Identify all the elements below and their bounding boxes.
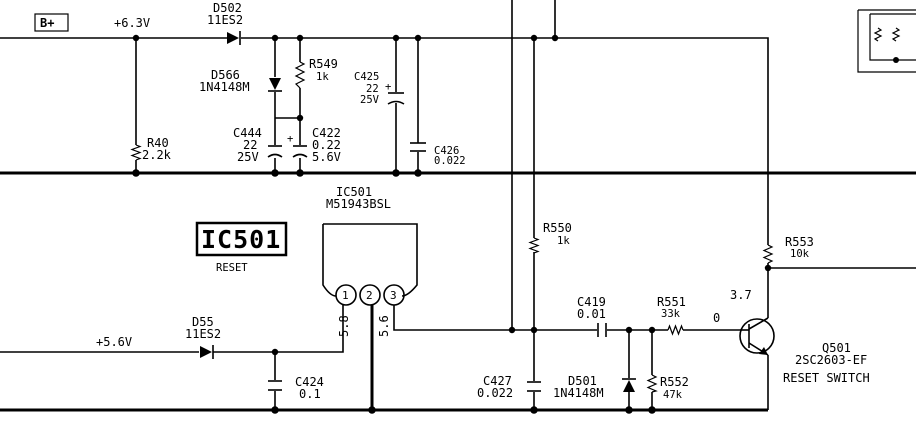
c425-value: 22 — [366, 83, 379, 95]
d501-value: 1N4148M — [553, 386, 604, 400]
r549-ref: R549 — [309, 57, 338, 71]
q501-ref: Q501 — [822, 341, 851, 355]
d566-ref: D566 — [211, 68, 240, 82]
rail-56v-label: +5.6V — [96, 335, 132, 349]
c444-value: 22 — [243, 138, 257, 152]
d501-diode-symbol — [622, 378, 636, 392]
junction-dots — [132, 34, 772, 414]
c427-value: 0.022 — [477, 386, 513, 400]
d566-diode-symbol — [268, 78, 282, 92]
c444-capacitor-symbol — [267, 145, 283, 158]
q501-collector-voltage: 3.7 — [730, 288, 752, 302]
r551-value: 33k — [661, 308, 681, 320]
c426-ref: C426 — [434, 145, 459, 157]
c425-capacitor-symbol: + — [385, 81, 405, 105]
c424-capacitor-symbol — [268, 380, 282, 391]
r550-value: 1k — [557, 235, 570, 247]
d55-diode-symbol — [200, 345, 214, 359]
d566-value: 1N4148M — [199, 80, 250, 94]
d502-value: 11ES2 — [207, 13, 243, 27]
r40-resistor-symbol — [130, 144, 142, 161]
d55-ref: D55 — [192, 315, 214, 329]
r551-ref: R551 — [657, 295, 686, 309]
c422-ref: C422 — [312, 126, 341, 140]
c426-capacitor-symbol — [410, 142, 426, 152]
c419-ref: C419 — [577, 295, 606, 309]
c425-ref: C425 — [354, 71, 379, 83]
r549-value: 1k — [316, 71, 329, 83]
c424-value: 0.1 — [299, 387, 321, 401]
r40-value: 2.2k — [142, 148, 172, 162]
d502-ref: D502 — [213, 1, 242, 15]
r553-resistor-symbol — [762, 244, 774, 264]
r550-resistor-symbol — [528, 237, 540, 254]
bplus-label: B+ — [40, 16, 54, 30]
c419-capacitor-symbol — [597, 323, 607, 337]
r40-ref: R40 — [147, 136, 169, 150]
svg-text:+: + — [385, 81, 391, 93]
pin1-voltage: 5.8 — [337, 315, 351, 337]
bplus-tag-frame — [34, 13, 69, 32]
rail-63v-label: +6.3V — [114, 16, 150, 30]
c427-capacitor-symbol — [527, 381, 541, 392]
r552-ref: R552 — [660, 375, 689, 389]
c444-ref: C444 — [233, 126, 262, 140]
r553-value: 10k — [790, 248, 810, 260]
q501-base-voltage: 0 — [713, 311, 720, 325]
r552-resistor-symbol — [646, 374, 658, 393]
c419-value: 0.01 — [577, 307, 606, 321]
ic501-part: M51943BSL — [326, 197, 391, 211]
wiring — [0, 0, 916, 412]
pin3-voltage: 5.6 — [377, 315, 391, 337]
ic501-badge-text: IC501 — [201, 225, 281, 254]
ic-pin-2: 2 — [366, 289, 373, 302]
svg-text:+: + — [287, 133, 293, 145]
q501-transistor-symbol — [739, 275, 775, 356]
q501-part: 2SC2603-EF — [795, 353, 867, 367]
c444-rating: 25V — [237, 150, 259, 164]
c422-rating: 5.6V — [312, 150, 341, 164]
r552-value: 47k — [663, 389, 683, 401]
ic501-ref: IC501 — [336, 185, 372, 199]
r549-resistor-symbol — [294, 61, 306, 89]
d501-ref: D501 — [568, 374, 597, 388]
c425-rating: 25V — [360, 94, 380, 106]
inset-fragment — [857, 9, 916, 73]
c422-value: 0.22 — [312, 138, 341, 152]
q501-function: RESET SWITCH — [783, 371, 870, 385]
r550-ref: R550 — [543, 221, 572, 235]
c427-ref: C427 — [483, 374, 512, 388]
ic-pin-1: 1 — [342, 289, 349, 302]
d55-value: 11ES2 — [185, 327, 221, 341]
ic501-package — [322, 223, 418, 306]
c424-ref: C424 — [295, 375, 324, 389]
r551-resistor-symbol — [667, 324, 684, 336]
ic501-badge-frame — [195, 221, 288, 257]
r553-ref: R553 — [785, 235, 814, 249]
d502-diode-symbol — [227, 31, 241, 45]
c426-value: 0.022 — [434, 155, 466, 167]
ic501-function: RESET — [216, 262, 248, 274]
c422-capacitor-symbol: + — [287, 133, 308, 158]
ic-pin-3: 3 — [390, 289, 397, 302]
